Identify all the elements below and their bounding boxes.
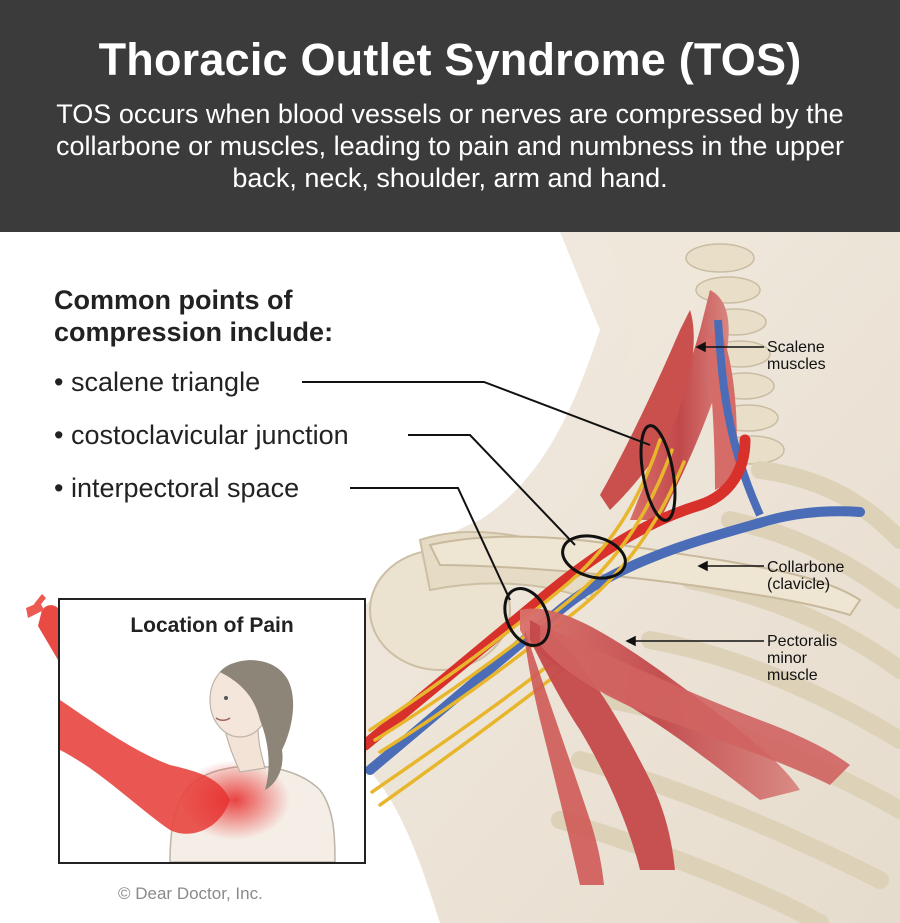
- label-line: muscles: [767, 356, 826, 373]
- label-arrows: [625, 341, 764, 647]
- anatomy-illustration: [302, 232, 900, 923]
- label-line: minor: [767, 650, 808, 667]
- header-banner: Thoracic Outlet Syndrome (TOS) TOS occur…: [0, 0, 900, 232]
- marker-interpectoral: [503, 587, 551, 647]
- compression-point-label: interpectoral space: [70, 473, 300, 503]
- compression-heading-line2: compression include:: [54, 317, 334, 347]
- page-title: Thoracic Outlet Syndrome (TOS): [98, 34, 802, 85]
- label-scalene-muscles: Scalene muscles: [767, 339, 826, 373]
- marker-costoclavicular: [561, 534, 627, 580]
- compression-point-label: costoclavicular junction: [70, 420, 349, 450]
- compression-point-1: • scalene triangle: [54, 367, 261, 397]
- jugular-vein: [714, 319, 764, 517]
- pain-location-inset: Location of Pain: [58, 598, 366, 864]
- label-line: (clavicle): [767, 576, 831, 593]
- clavicle-bone: [428, 535, 862, 617]
- marker-scalene-triangle: [639, 424, 677, 522]
- compression-point-label: scalene triangle: [70, 367, 261, 397]
- pectoralis-minor-muscle: [520, 608, 850, 885]
- label-line: Scalene: [767, 339, 825, 356]
- compression-point-3: • interpectoral space: [54, 473, 300, 503]
- compression-heading: Common points of compression include:: [54, 284, 333, 348]
- inset-title: Location of Pain: [130, 614, 294, 637]
- label-line: muscle: [767, 667, 818, 684]
- compression-point-2: • costoclavicular junction: [54, 420, 349, 450]
- label-collarbone: Collarbone (clavicle): [767, 559, 844, 593]
- label-pectoralis-minor: Pectoralis minor muscle: [767, 633, 837, 684]
- woman-figure: [60, 660, 336, 862]
- compression-heading-line1: Common points of: [54, 285, 293, 315]
- label-line: Pectoralis: [767, 633, 838, 650]
- brachial-plexus-nerves: [368, 438, 686, 807]
- label-line: Collarbone: [767, 559, 845, 576]
- page-subtitle: TOS occurs when blood vessels or nerves …: [56, 99, 844, 193]
- compression-markers: [503, 424, 677, 647]
- copyright-notice: © Dear Doctor, Inc.: [118, 884, 263, 903]
- leader-lines: [302, 381, 651, 601]
